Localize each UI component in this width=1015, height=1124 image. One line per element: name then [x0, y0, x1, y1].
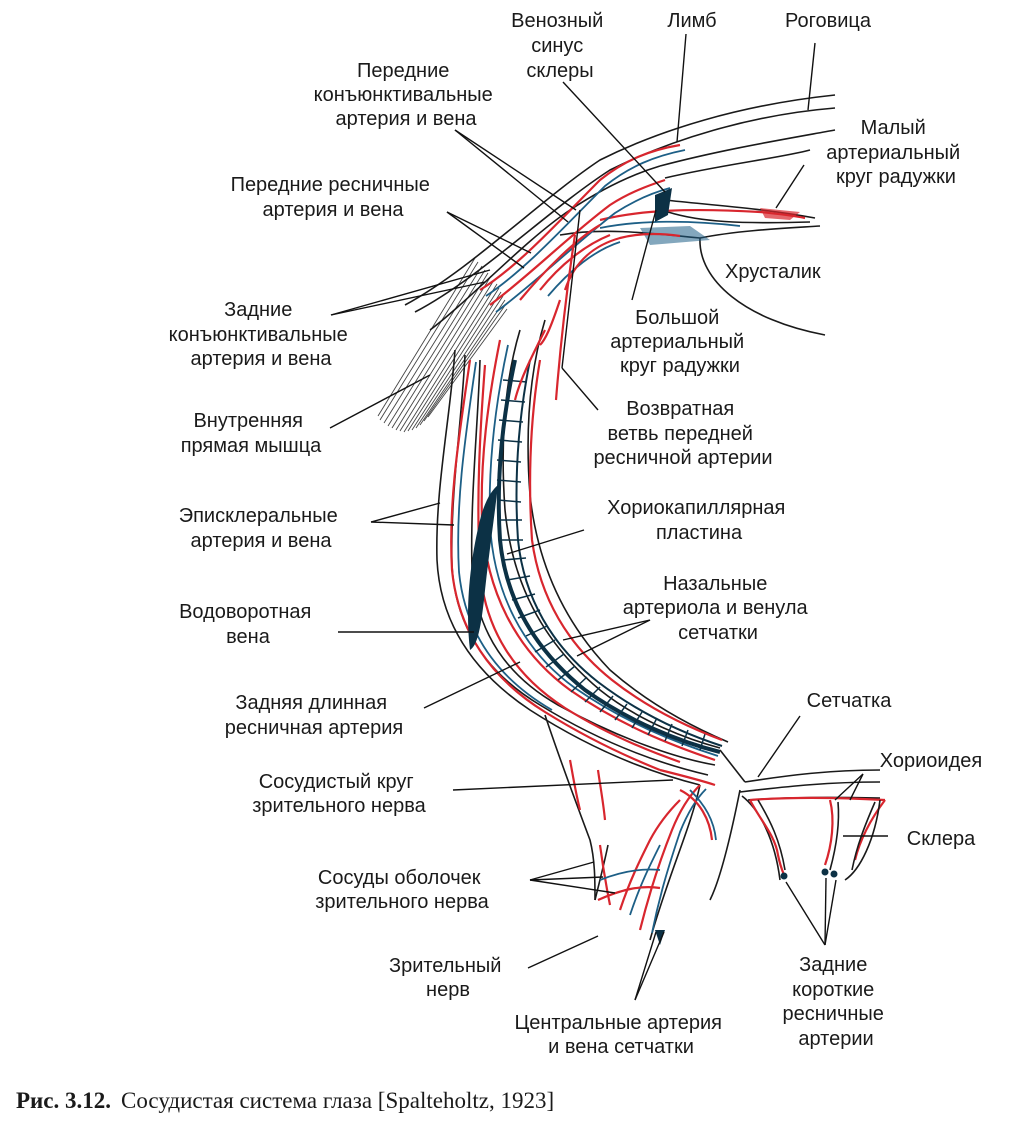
label-long-ciliary-artery: Задняя длинная ресничная артерия	[225, 692, 403, 739]
posterior-sclera-section	[747, 796, 886, 881]
label-posterior-conjunctival: Задние конъюнктивальные артерия и вена	[169, 299, 354, 370]
label-optic-nerve: Зрительный нерв	[389, 955, 507, 1001]
label-limbus: Лимб	[667, 10, 716, 32]
vortex-vein	[468, 485, 498, 650]
optic-nerve	[544, 714, 881, 945]
label-major-arterial-circle: Большой артериальный круг радужки	[610, 307, 750, 377]
label-choroid: Хориоидея	[880, 750, 982, 772]
label-vortex-vein: Водоворотная вена	[179, 601, 317, 648]
figure-caption: Рис. 3.12. Сосудистая система глаза [Spa…	[16, 1088, 554, 1113]
choroid-layers	[480, 339, 723, 762]
caption-number: Рис. 3.12.	[16, 1088, 111, 1113]
label-nasal-arteriole-venule: Назальные артериола и венула сетчатки	[623, 573, 813, 644]
label-retina: Сетчатка	[807, 690, 893, 712]
label-medial-rectus: Внутренняя прямая мышца	[181, 410, 322, 457]
labels: Венозный синус склеры Лимб Роговица Пере…	[169, 10, 983, 1058]
label-venous-sinus: Венозный синус склеры	[511, 10, 609, 82]
label-anterior-conjunctival: Передние конъюнктивальные артерия и вена	[314, 60, 499, 130]
leader-lines	[329, 33, 888, 1001]
label-sheath-vessels: Сосуды оболочек зрительного нерва	[315, 867, 489, 913]
anterior-segment	[559, 129, 836, 336]
label-central-retinal-vessels: Центральные артерия и вена сетчатки	[514, 1012, 727, 1058]
label-lens: Хрусталик	[725, 261, 821, 283]
lens-outline	[699, 237, 826, 336]
label-cornea: Роговица	[785, 10, 872, 32]
anterior-vessels	[479, 143, 686, 313]
label-anterior-ciliary: Передние ресничные артерия и вена	[231, 174, 436, 221]
label-choriocapillaris: Хориокапиллярная пластина	[607, 497, 791, 544]
label-episcleral: Эписклеральные артерия и вена	[179, 505, 344, 552]
label-recurrent-branch: Возвратная ветвь передней ресничной арте…	[593, 398, 772, 469]
choriocapillaris-rungs	[496, 379, 706, 751]
caption-text: Сосудистая система глаза [Spalteholtz, 1…	[121, 1088, 554, 1113]
label-short-ciliary-arteries: Задние короткие ресничные артерии	[783, 954, 890, 1050]
label-minor-arterial-circle: Малый артериальный круг радужки	[826, 117, 966, 188]
label-sclera: Склера	[907, 828, 976, 850]
label-optic-vascular-circle: Сосудистый круг зрительного нерва	[252, 771, 426, 817]
